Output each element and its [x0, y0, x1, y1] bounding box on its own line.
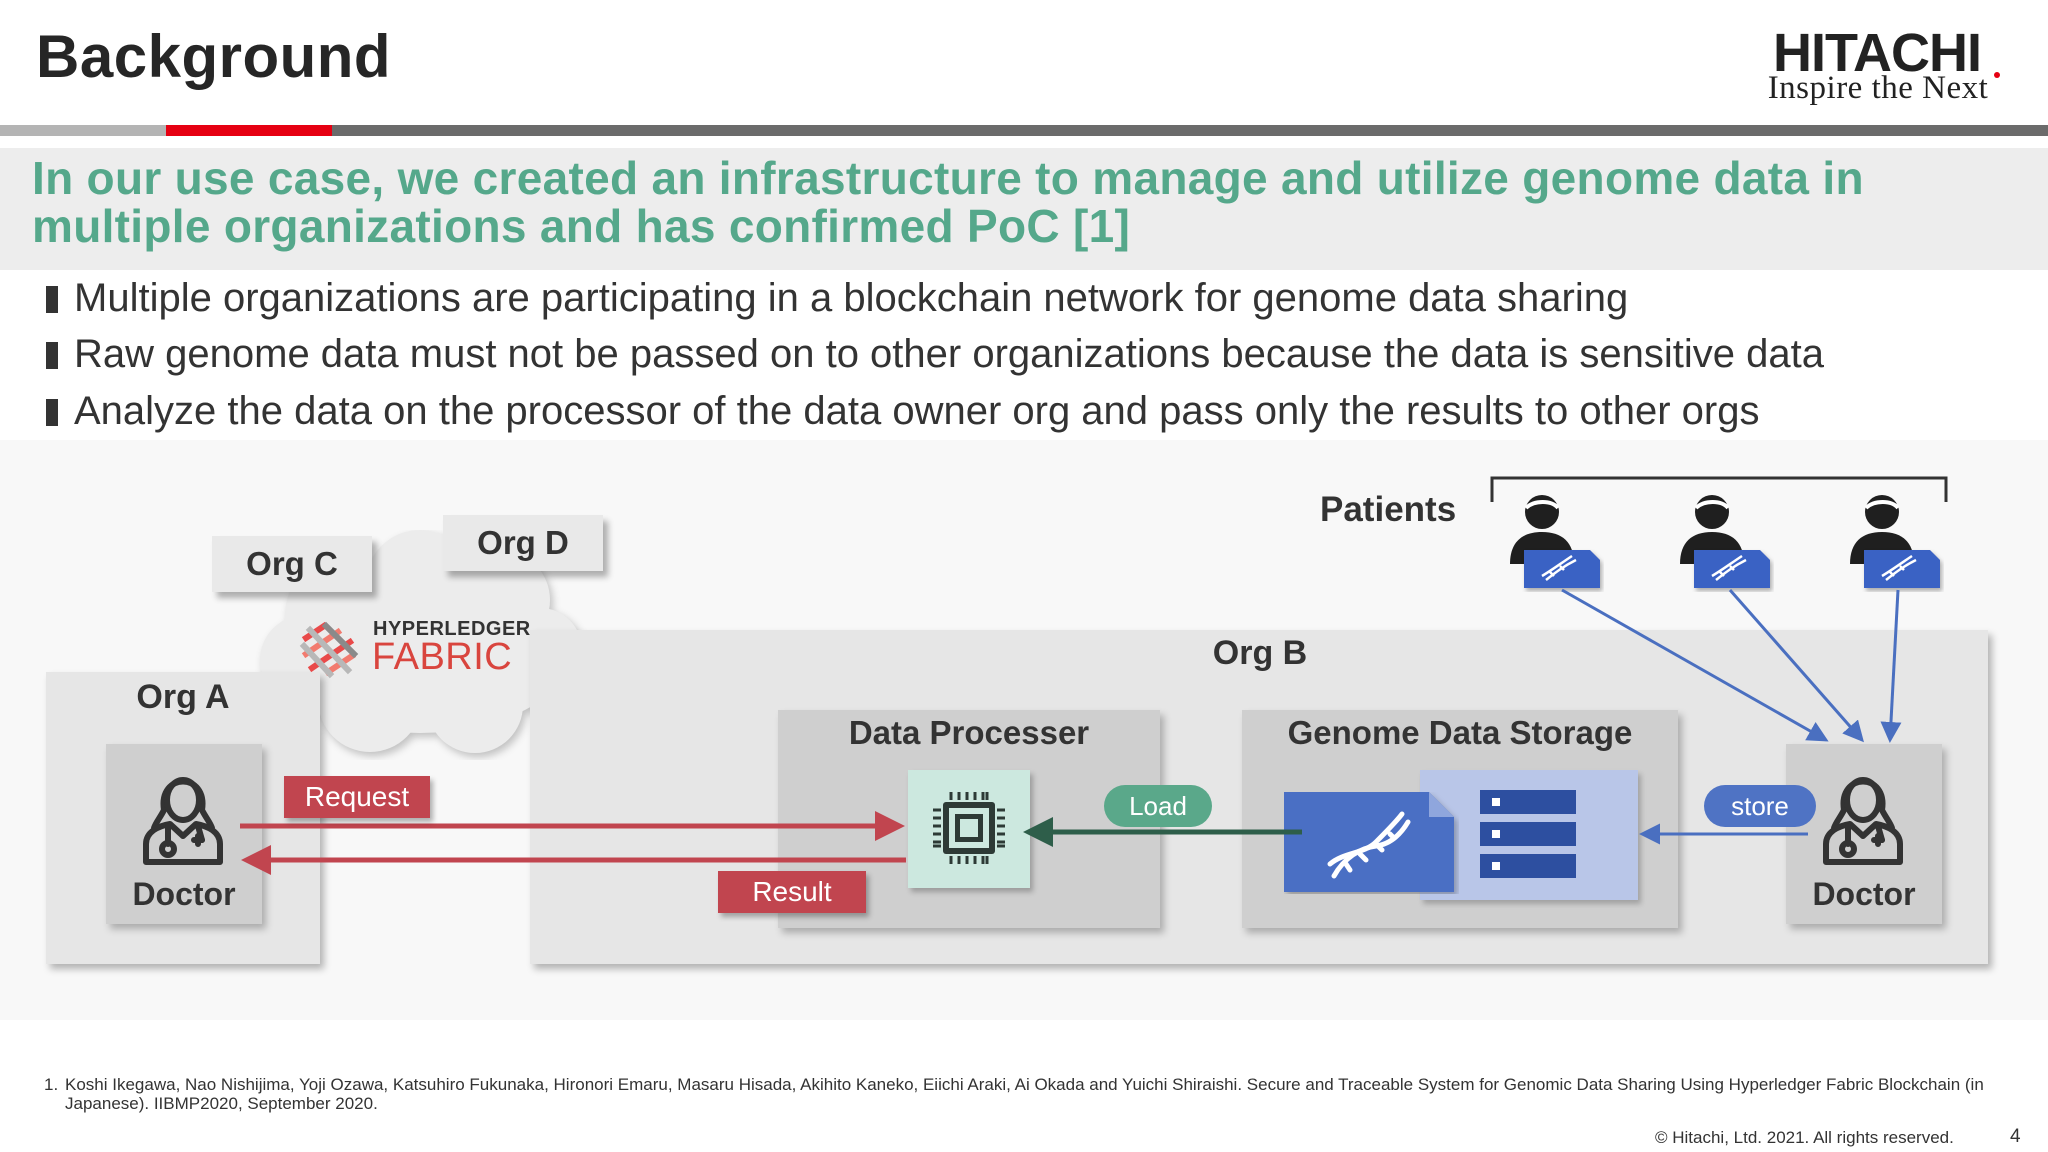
server-rack-row: [1480, 822, 1576, 846]
hyperledger-fabric-icon: [299, 621, 359, 679]
copyright-notice: © Hitachi, Ltd. 2021. All rights reserve…: [1655, 1128, 1954, 1147]
org-a-doctor-label: Doctor: [132, 876, 236, 912]
doctor-icon: [1823, 777, 1903, 865]
headline-band: [0, 148, 2048, 270]
patients-bracket: [1490, 476, 1948, 502]
org-d-label: Org D: [443, 515, 603, 571]
server-rack-row: [1480, 790, 1576, 814]
bullet-item: Multiple organizations are participating…: [46, 276, 1628, 321]
doctor-icon: [143, 777, 223, 865]
page-number: 4: [2010, 1126, 2021, 1147]
bullet-text: Analyze the data on the processor of the…: [74, 389, 1760, 433]
server-rack-row: [1480, 854, 1576, 878]
bullet-marker: [46, 286, 58, 313]
result-label: Result: [718, 871, 866, 913]
patient-arrow: [1728, 589, 1864, 743]
bullet-marker: [46, 399, 58, 426]
patient-icon: [1680, 495, 1770, 588]
footnote-text: Koshi Ikegawa, Nao Nishijima, Yoji Ozawa…: [65, 1075, 1984, 1113]
footnote-number: 1.: [44, 1075, 59, 1094]
store-label: store: [1704, 785, 1816, 827]
headline: In our use case, we created an infrastru…: [32, 152, 1864, 252]
bullet-item: Analyze the data on the processor of the…: [46, 389, 1759, 434]
request-label: Request: [284, 776, 430, 818]
hitachi-logo: HITACHI: [1773, 23, 1982, 83]
bullet-text: Multiple organizations are participating…: [74, 276, 1629, 320]
cloud-shape: [260, 530, 582, 753]
load-label: Load: [1104, 785, 1212, 827]
patient-arrow: [1561, 588, 1829, 742]
header-divider-accent-segment: [166, 125, 332, 136]
header-divider: [0, 125, 2048, 136]
patient-arrow: [1880, 589, 1902, 743]
header-divider-light-segment: [0, 125, 166, 136]
logo-accent-dot: [1994, 72, 2000, 78]
processor-chip-icon: [933, 792, 1005, 864]
org-c-label: Org C: [212, 536, 372, 592]
footnote: 1. Koshi Ikegawa, Nao Nishijima, Yoji Oz…: [44, 1075, 2014, 1113]
fabric-logo-line1: HYPERLEDGER: [373, 618, 531, 640]
patients-label: Patients: [1320, 490, 1457, 529]
logo-tagline: Inspire the Next: [1767, 70, 1989, 106]
patient-icon: [1850, 495, 1940, 588]
genome-data-storage-title: Genome Data Storage: [1287, 714, 1633, 751]
data-processer-title: Data Processer: [848, 714, 1090, 751]
genome-file-icon: [1284, 792, 1454, 892]
org-b-label: Org B: [1212, 634, 1308, 672]
patient-icon: [1510, 495, 1600, 588]
fabric-logo-line2: FABRIC: [372, 636, 513, 678]
bullet-marker: [46, 342, 58, 369]
slide-title: Background: [36, 23, 392, 90]
bullet-item: Raw genome data must not be passed on to…: [46, 332, 1824, 377]
org-b-doctor-label: Doctor: [1812, 876, 1916, 912]
org-a-label: Org A: [136, 678, 230, 716]
bullet-text: Raw genome data must not be passed on to…: [74, 332, 1824, 376]
